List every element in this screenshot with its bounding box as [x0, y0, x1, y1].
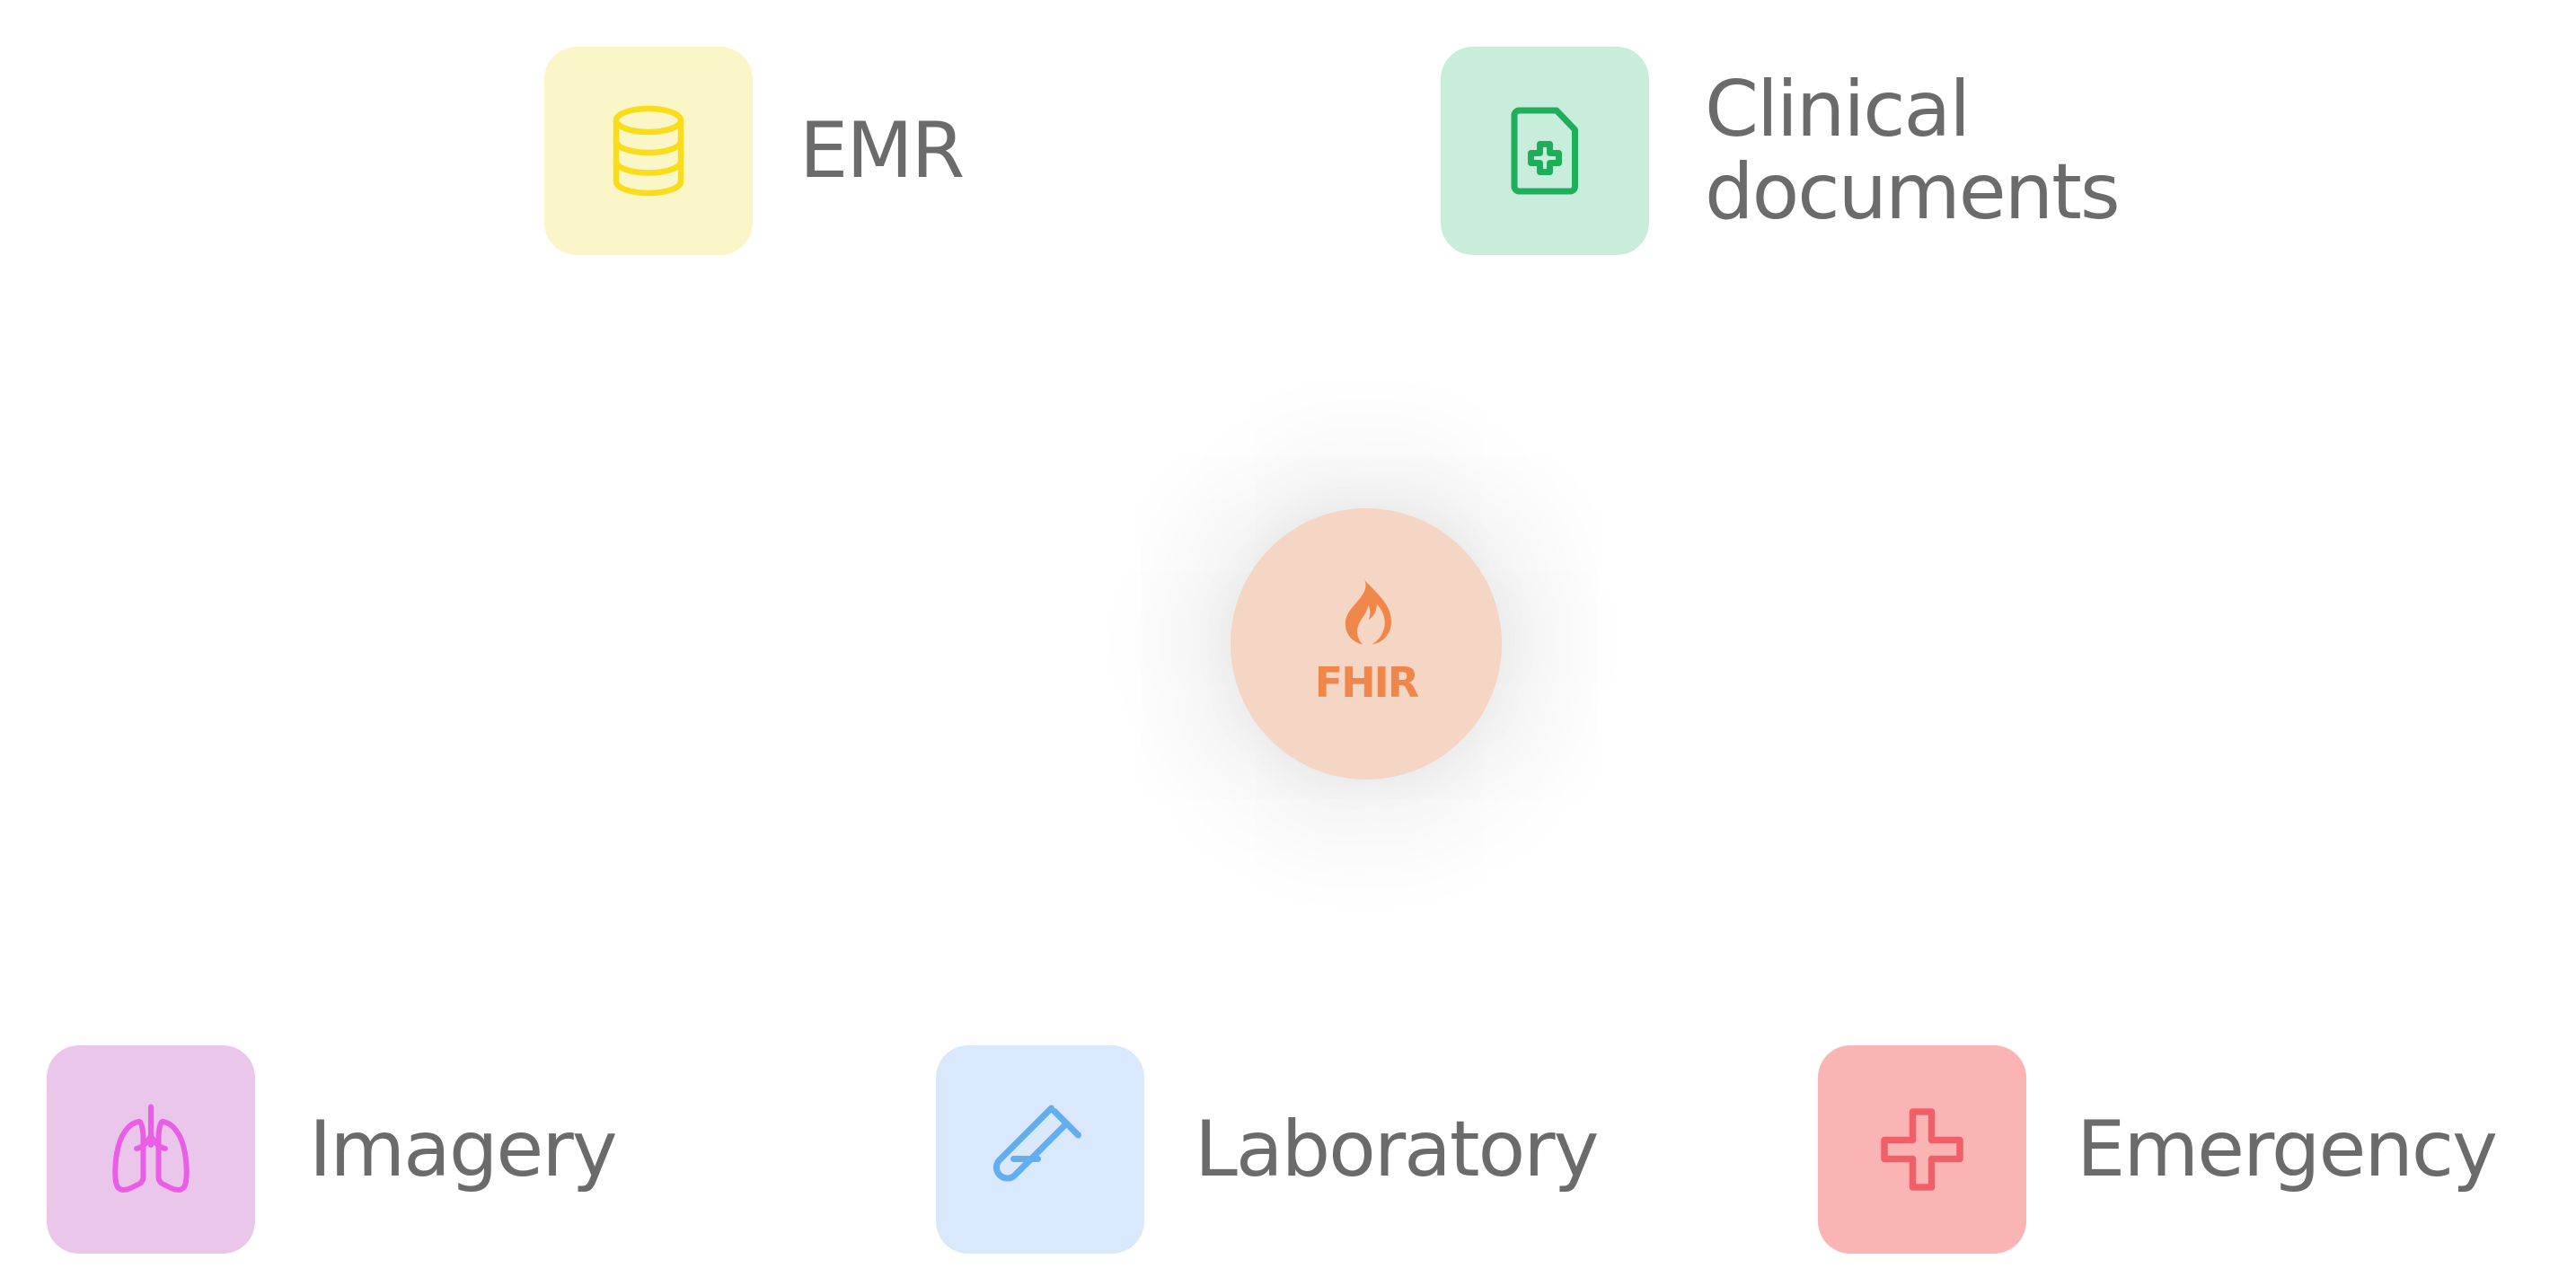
- medical-cross-icon: [1881, 1108, 1963, 1191]
- laboratory-label: Laboratory: [1195, 1105, 1599, 1194]
- test-tube-icon: [993, 1105, 1081, 1182]
- imagery-node: Imagery: [47, 1045, 618, 1254]
- laboratory-tile: [936, 1045, 1144, 1254]
- emr-tile: [544, 47, 753, 255]
- lungs-icon: [112, 1104, 190, 1193]
- laboratory-node: Laboratory: [936, 1045, 1599, 1254]
- fhir-label: FHIR: [1314, 658, 1419, 707]
- clinical-documents-label: Clinical documents: [1705, 65, 2121, 237]
- database-icon: [613, 105, 684, 197]
- flame-icon: [1345, 579, 1391, 645]
- emergency-tile: [1818, 1045, 2026, 1254]
- emergency-node: Emergency: [1818, 1045, 2498, 1254]
- emergency-label: Emergency: [2077, 1105, 2498, 1194]
- fhir-hub: FHIR: [1231, 508, 1502, 780]
- emr-node: EMR: [544, 47, 965, 255]
- medical-document-icon: [1511, 107, 1578, 195]
- imagery-tile: [47, 1045, 255, 1254]
- clinical-documents-node: Clinical documents: [1441, 47, 2121, 255]
- clinical-documents-tile: [1441, 47, 1649, 255]
- emr-label: EMR: [799, 106, 965, 196]
- imagery-label: Imagery: [309, 1105, 618, 1194]
